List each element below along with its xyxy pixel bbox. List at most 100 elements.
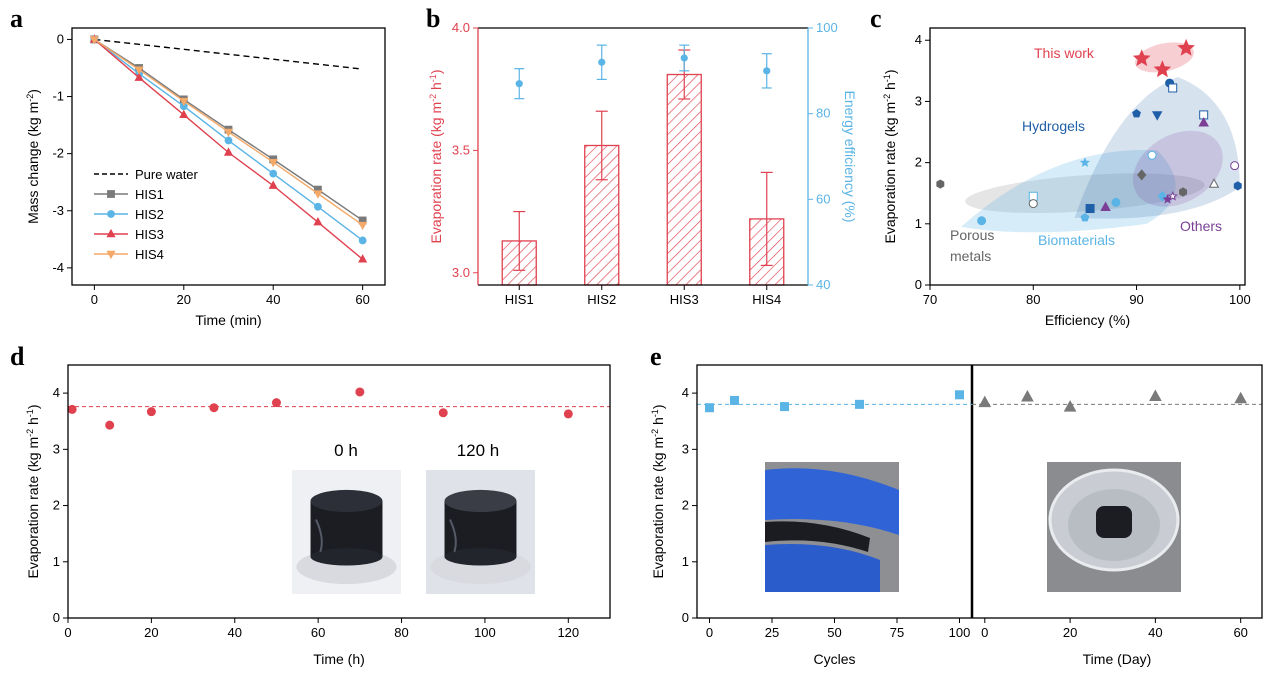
panel-e-left-point <box>855 399 864 409</box>
panel-a-point-HIS2 <box>269 169 278 178</box>
panel-c-point-Hydrogels <box>1151 111 1163 121</box>
panel-c-ytick-label: 2 <box>915 155 922 170</box>
panel-a-point-HIS4 <box>313 190 323 199</box>
panel-c-point-Porous metals <box>1028 199 1038 209</box>
panel-b-xtick-label: HIS4 <box>752 292 781 307</box>
axis-label-part: Evaporation rate (kg m <box>428 102 444 244</box>
panel-c-ytick-label: 3 <box>915 93 922 108</box>
inset-photo-0h-bottom <box>310 548 383 566</box>
panel-e-left-point <box>730 395 739 405</box>
inset-photo-120h-top <box>444 489 517 513</box>
legend-label-HIS4: HIS4 <box>135 247 164 262</box>
panel-e-left-xtick-label: 50 <box>827 625 841 640</box>
container-sample <box>1096 506 1132 538</box>
panel-c-point-Hydrogels <box>1085 204 1095 214</box>
panel-a-frame <box>71 27 386 286</box>
inset-photo-120h <box>426 470 535 594</box>
legend-marker-HIS1 <box>107 190 115 198</box>
panel-c-point-Biomaterials <box>1111 197 1121 207</box>
panel-c-point-Others <box>1198 117 1209 127</box>
label-hydrogels: Hydrogels <box>1022 118 1085 134</box>
panel-d-xtick-label: 80 <box>394 625 408 640</box>
panel-a-xtick-label: 60 <box>355 292 369 307</box>
panel-b-bar-HIS3 <box>666 73 702 286</box>
panel-b-xtick-label: HIS3 <box>670 292 699 307</box>
panel-c-xtick-label: 90 <box>1129 292 1143 307</box>
panel-b-ytick-label: 3.5 <box>452 142 470 157</box>
panel-e-left-point <box>780 402 789 412</box>
panel-c-point-Hydrogels <box>1233 181 1242 191</box>
panel-d-xtick-label: 40 <box>228 625 242 640</box>
panel-d-xtick-label: 100 <box>474 625 496 640</box>
panel-b-eff-point-HIS3 <box>680 54 688 62</box>
panel-d-ytick-label: 3 <box>53 441 60 456</box>
panel-b-y2tick-label: 80 <box>816 106 830 121</box>
panel-d-point <box>105 420 115 430</box>
axis-label-part: h <box>882 82 898 94</box>
panel-d-point <box>209 403 219 413</box>
panel-a-point-HIS3 <box>268 180 278 189</box>
panel-b-eff-point-HIS2 <box>598 58 606 66</box>
panel-a-xtick-label: 20 <box>177 292 191 307</box>
inset-photo-0h <box>292 470 401 594</box>
inset-photo-0h-top <box>310 489 383 513</box>
inset-photo-glove <box>765 462 899 592</box>
axis-label-part: -1 <box>882 74 892 82</box>
panel-a-point-HIS2 <box>314 202 322 211</box>
panel-c-point-Porous metals <box>1137 169 1147 181</box>
glove-lower <box>765 544 880 592</box>
panel-a-point-HIS3 <box>134 72 144 81</box>
axis-label-part: Evaporation rate (kg m <box>650 437 666 579</box>
panel-a-ytick-label: -1 <box>52 89 64 104</box>
panel-c-xtick-label: 100 <box>1229 292 1251 307</box>
panel-c-point-Porous metals <box>1208 178 1220 188</box>
panel-c-point-Hydrogels <box>1168 83 1178 93</box>
panel-a-ytick-label: -3 <box>52 203 64 218</box>
inset-label-0h: 0 h <box>334 441 358 460</box>
panel-d-frame <box>67 364 611 619</box>
panel-e-frame <box>696 364 1263 619</box>
label-porous: Porous <box>950 227 994 243</box>
axis-label-part: -2 <box>25 429 35 437</box>
panel-a-xlabel: Time (min) <box>195 312 261 328</box>
axis-label-part: ) <box>882 69 898 74</box>
panel-b-eff-point-HIS4 <box>763 67 771 75</box>
legend-label-HIS2: HIS2 <box>135 207 164 222</box>
axis-label-part: -1 <box>428 74 438 82</box>
panel-d-ytick-label: 4 <box>53 385 60 400</box>
panel-c-point-Hydrogels <box>1132 109 1141 118</box>
panel-b-y2tick-label: 60 <box>816 191 830 206</box>
axis-label-part: -2 <box>650 429 660 437</box>
panel-a-point-HIS4 <box>358 221 368 231</box>
axis-label-part: h <box>650 417 666 429</box>
panel-letter-c: c <box>870 4 882 33</box>
panel-letter-b: b <box>426 4 440 33</box>
panel-a-xtick-label: 40 <box>266 292 280 307</box>
axis-label-part: h <box>428 82 444 94</box>
inset-label-120h: 120 h <box>457 441 500 460</box>
region-porous-metals <box>965 173 1205 214</box>
panel-c-point-Biomaterials <box>1079 157 1090 167</box>
region-this-work <box>1134 42 1194 73</box>
panel-b-ytick-label: 4.0 <box>452 20 470 35</box>
panel-a-point-HIS2 <box>358 236 367 245</box>
panel-e-ylabel: Evaporation rate (kg m-2 h-1) <box>650 404 666 578</box>
panel-a-point-HIS4 <box>223 128 234 138</box>
panel-a-point-HIS3 <box>313 217 323 226</box>
panel-c-point-Others <box>1230 161 1240 171</box>
panel-e-left-xtick-label: 0 <box>706 625 713 640</box>
panel-c-point-Porous metals <box>1179 187 1187 197</box>
panel-e-left-point <box>705 403 714 413</box>
panel-a-series-line-Pure water <box>94 38 363 70</box>
panel-a-xtick-label: 0 <box>91 292 98 307</box>
axis-label-part: -2 <box>25 94 35 102</box>
panel-c-point-Biomaterials <box>1028 191 1038 201</box>
panel-b-y2tick-label: 40 <box>816 277 830 292</box>
panel-c-ytick-label: 0 <box>915 277 922 292</box>
panel-e-right-xtick-label: 20 <box>1063 625 1077 640</box>
panel-a-point-HIS3 <box>358 254 368 263</box>
panel-e-ytick-label: 2 <box>682 498 689 513</box>
